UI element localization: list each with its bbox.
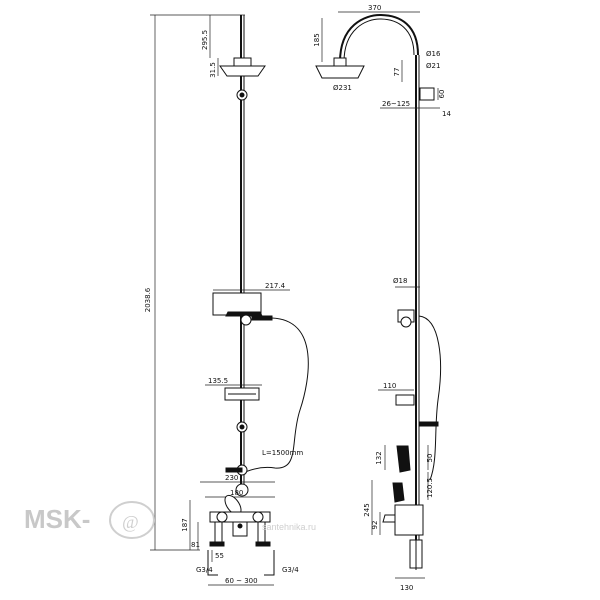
watermark: MSK- @ santehnika.ru <box>24 501 316 539</box>
soap-dish-side <box>395 394 415 406</box>
inlet-left: G3/4 <box>196 566 213 574</box>
dim-mixer-width-top: 230 <box>225 474 238 482</box>
dim-mixer-height: 187 <box>181 518 189 531</box>
wall-bracket <box>419 87 435 101</box>
valve-50: 50 <box>426 454 434 463</box>
holder-d18: Ø18 <box>393 277 407 285</box>
diverter-valve <box>235 483 249 497</box>
bracket-range: 26~125 <box>382 100 410 108</box>
dim-81: 81 <box>191 541 200 549</box>
bracket-60: 60 <box>438 90 446 99</box>
dim-soap-dish: 135.5 <box>208 377 228 385</box>
valve-120: 120.5 <box>426 478 434 498</box>
dim-arm-width: 370 <box>368 4 381 12</box>
dim-centers: 60 ~ 300 <box>225 577 258 585</box>
dim-head-diameter: Ø231 <box>333 84 352 92</box>
watermark-brand: MSK- <box>24 504 90 534</box>
spout-92: 92 <box>371 521 379 530</box>
mixer-side-245: 245 <box>363 503 371 516</box>
dim-77: 77 <box>393 68 401 77</box>
pipe-d16: Ø16 <box>426 50 441 58</box>
side-view: 370 185 Ø231 Ø16 Ø21 77 60 26~125 14 Ø18 <box>313 4 451 592</box>
shower-head <box>219 65 266 77</box>
shower-head-side <box>315 65 365 79</box>
valve-132: 132 <box>375 451 383 464</box>
watermark-domain: santehnika.ru <box>262 522 316 532</box>
side-soap-110: 110 <box>383 382 396 390</box>
curved-shower-arm <box>339 13 419 63</box>
shower-hose <box>244 317 309 473</box>
bracket-14: 14 <box>442 110 451 118</box>
inlet-right: G3/4 <box>282 566 299 574</box>
valve-lever-side <box>396 445 411 473</box>
mixer-body-side <box>394 504 424 536</box>
dim-mixer-width-mid: 180 <box>230 489 243 497</box>
mixer-lever-side <box>392 482 405 503</box>
dim-head-thickness: 31.5 <box>209 62 217 78</box>
dim-head-drop: 295.5 <box>201 30 209 50</box>
hose-length: L=1500mm <box>262 449 303 457</box>
dim-holder-width: 217.4 <box>265 282 286 290</box>
front-view: 2038.6 31.5 295.5 217.4 135.5 L=1500mm <box>144 14 309 586</box>
foot-130: 130 <box>400 584 413 592</box>
dim-total-height: 2038.6 <box>144 287 152 312</box>
dim-arm-height: 185 <box>313 33 321 46</box>
dim-55: 55 <box>215 552 224 560</box>
watermark-at-sign: @ <box>122 512 139 532</box>
pipe-d21: Ø21 <box>426 62 440 70</box>
